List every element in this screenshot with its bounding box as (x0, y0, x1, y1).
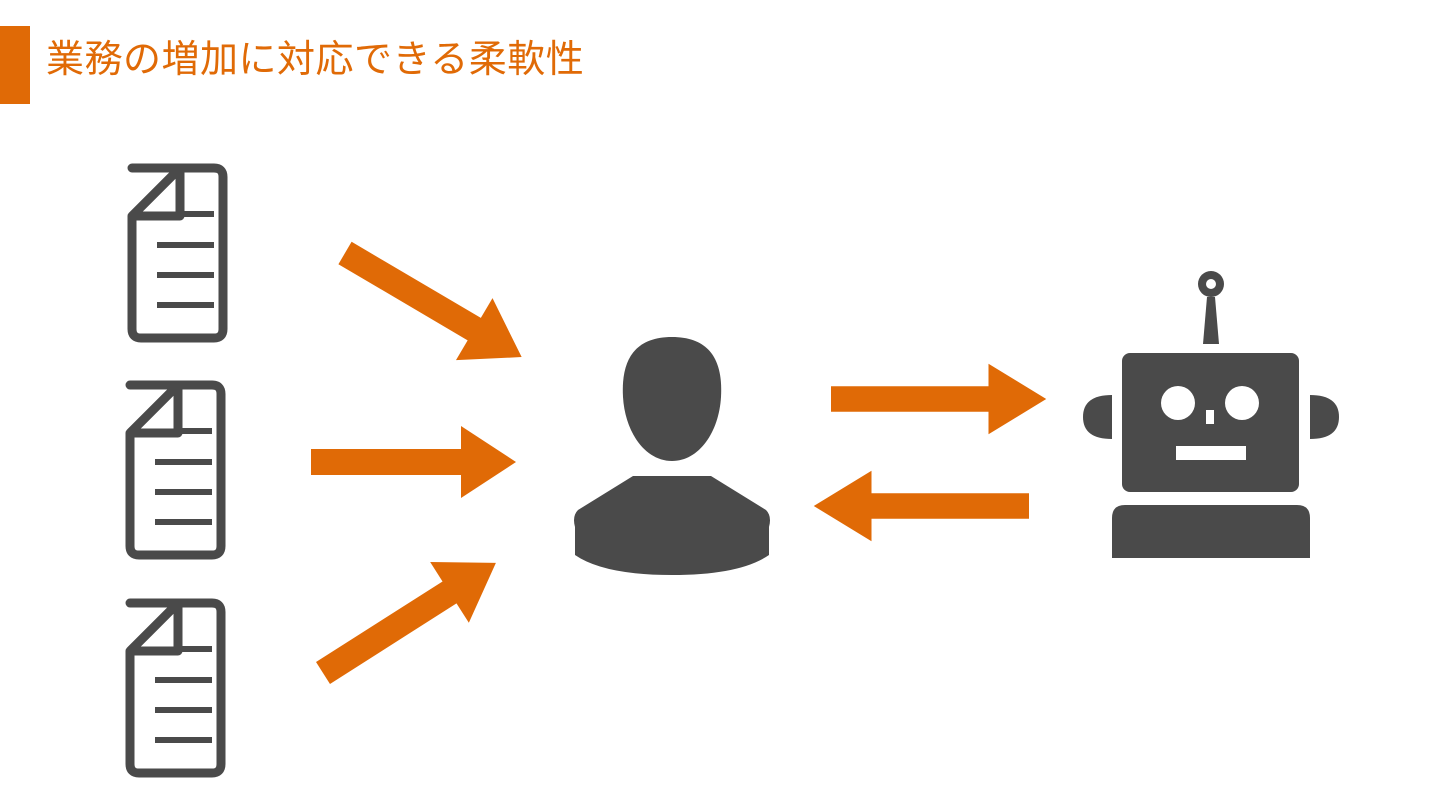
arrow-doc3-to-person (303, 532, 516, 704)
document-icon (130, 385, 221, 555)
document-icon (130, 603, 221, 773)
arrow-doc2-to-person (311, 426, 516, 498)
person-icon (574, 337, 770, 575)
arrow-robot-to-person (813, 470, 1029, 542)
arrow-doc1-to-person (326, 221, 540, 389)
title-accent-bar (0, 26, 30, 104)
document-icon (132, 168, 223, 338)
arrow-person-to-robot (831, 363, 1047, 435)
slide-title: 業務の増加に対応できる柔軟性 (46, 37, 585, 81)
robot-icon (1083, 271, 1339, 558)
